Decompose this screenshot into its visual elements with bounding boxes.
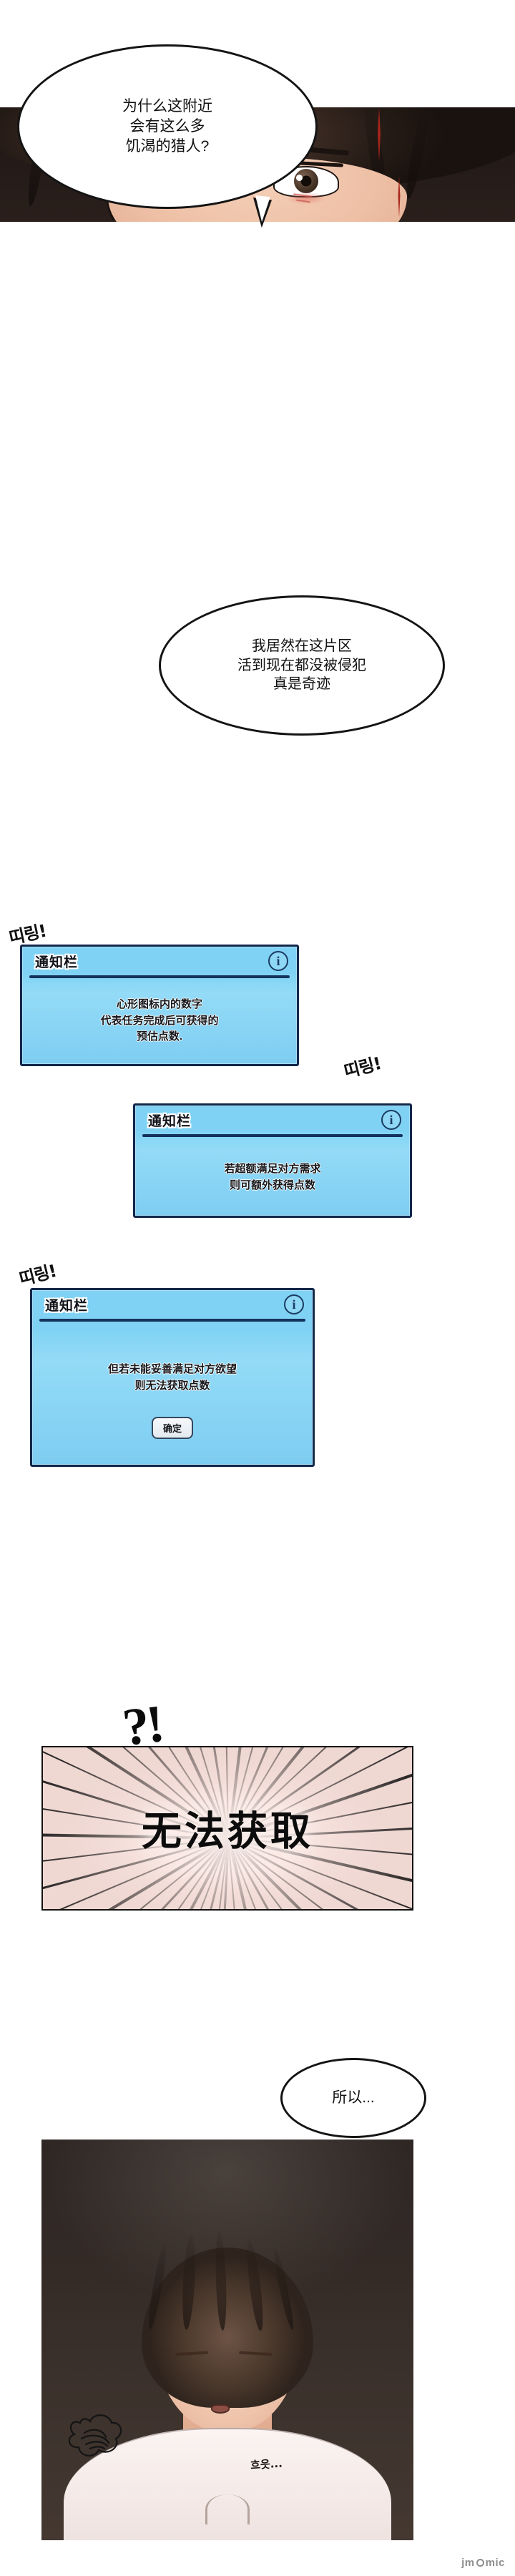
notification-dialog-3[interactable]: 通知栏 i 但若未能妥善满足对方欲望 则无法获取点数 确定: [30, 1288, 315, 1467]
speech-bubble-2: 我居然在这片区 活到现在都没被侵犯 真是奇迹: [159, 595, 445, 736]
bubble-line: 会有这么多: [129, 118, 205, 135]
blush: [286, 192, 326, 205]
dialog-line: 预估点数.: [136, 1030, 183, 1043]
dialog-divider: [142, 1134, 403, 1137]
dialog-divider: [29, 975, 290, 978]
dialog-title: 通知栏: [35, 955, 79, 970]
bubble-line: 为什么这附近: [122, 98, 212, 115]
dialog-body: 心形图标内的数字 代表任务完成后可获得的 预估点数.: [22, 978, 297, 1053]
dialog-line: 代表任务完成后可获得的: [100, 1014, 219, 1027]
info-icon[interactable]: i: [268, 951, 288, 971]
bubble-tail-fill: [252, 195, 270, 223]
info-icon[interactable]: i: [284, 1294, 304, 1314]
bubble-line: 饥渴的猎人?: [125, 137, 210, 155]
eye-glint: [295, 175, 303, 182]
confirm-button[interactable]: 确定: [151, 1417, 193, 1439]
sfx-panting: 흐읏...: [250, 2457, 283, 2472]
watermark: jm mic: [461, 2557, 505, 2569]
dialog-line: 则无法获取点数: [134, 1379, 210, 1392]
speech-bubble-3: 所以...: [280, 2058, 426, 2138]
dialog-line: 若超额满足对方需求: [224, 1163, 321, 1175]
panel-impact: 无法获取: [41, 1746, 413, 1911]
watermark-dot-icon: [476, 2559, 484, 2567]
dialog-title: 通知栏: [45, 1298, 89, 1314]
bubble-line: 真是奇迹: [273, 676, 330, 693]
shirt-collar: [205, 2494, 250, 2524]
exclamation-question-sfx: ?!: [119, 1694, 165, 1757]
notification-dialog-1[interactable]: 通知栏 i 心形图标内的数字 代表任务完成后可获得的 预估点数.: [20, 945, 299, 1066]
dialog-button-row: 确定: [32, 1401, 313, 1448]
panel-bottom-character: 흐읏...: [41, 2140, 413, 2540]
red-mark: [398, 176, 401, 218]
dialog-title: 通知栏: [148, 1113, 192, 1129]
dialog-header: 通知栏 i: [135, 1106, 410, 1134]
watermark-right: mic: [485, 2557, 505, 2569]
bubble-line: 我居然在这片区: [252, 638, 352, 655]
dialog-line: 则可额外获得点数: [229, 1179, 315, 1191]
watermark-left: jm: [461, 2557, 475, 2569]
dialog-body: 若超额满足对方需求 则可额外获得点数: [135, 1137, 410, 1201]
sfx-ding-3: 띠링!: [16, 1261, 59, 1289]
info-icon[interactable]: i: [381, 1110, 401, 1130]
notification-dialog-2[interactable]: 通知栏 i 若超额满足对方需求 则可额外获得点数: [133, 1103, 412, 1218]
dialog-body: 但若未能妥善满足对方欲望 则无法获取点数: [32, 1322, 313, 1401]
pupil: [300, 175, 312, 187]
speech-bubble-1: 为什么这附近 会有这么多 饥渴的猎人?: [17, 44, 318, 209]
dialog-line: 心形图标内的数字: [116, 998, 202, 1010]
bubble-line: 活到现在都没被侵犯: [237, 657, 366, 673]
bubble-line: 所以...: [332, 2089, 375, 2107]
impact-text: 无法获取: [142, 1808, 313, 1854]
dialog-header: 通知栏 i: [32, 1290, 313, 1319]
dialog-header: 通知栏 i: [22, 947, 297, 975]
red-mark: [378, 107, 381, 162]
sfx-ding-2: 띠링!: [341, 1053, 383, 1082]
dialog-line: 但若未能妥善满足对方欲望: [107, 1363, 237, 1375]
nose: [252, 196, 263, 205]
mouth: [210, 2404, 230, 2414]
scribble-cloud-icon: [68, 2414, 122, 2457]
hair: [142, 2248, 313, 2409]
dialog-divider: [39, 1319, 305, 1322]
